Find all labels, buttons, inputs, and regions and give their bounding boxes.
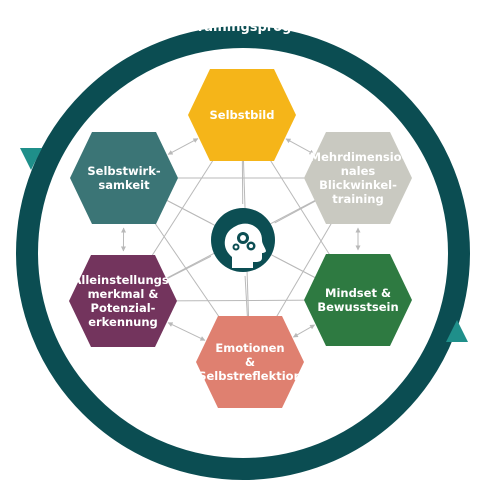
- connector-emotionen-selbstwirksamkeit: [147, 212, 227, 328]
- diagram-title: 360° Trainingsprogramm: [152, 20, 333, 35]
- connector-selbstbild-mehrdimensionales: [285, 138, 315, 155]
- hex-label-emotionen: Emotionen: [215, 341, 284, 355]
- hex-shape-alleinstellung: [69, 255, 177, 347]
- hex-selbstbild: Selbstbild: [188, 69, 296, 161]
- hex-label-alleinstellung: Potenzial-: [91, 301, 156, 315]
- center-badge: [211, 208, 275, 272]
- hex-label-mehrdimensionales: nales: [341, 164, 376, 178]
- connector-lines: [120, 138, 361, 341]
- hex-shape-selbstwirksamkeit: [70, 132, 178, 224]
- connector-mehrdimensionales-emotionen: [270, 213, 338, 327]
- outer-ring: [16, 26, 470, 480]
- hex-emotionen: Emotionen&Selbstreflektion: [196, 316, 304, 408]
- hex-label-alleinstellung: merkmal &: [88, 287, 159, 301]
- hex-label-selbstbild: Selbstbild: [210, 108, 275, 122]
- hex-label-alleinstellung: erkennung: [88, 315, 158, 329]
- connector-selbstbild-selbstwirksamkeit: [167, 138, 199, 155]
- connector-emotionen-alleinstellung: [167, 322, 206, 341]
- hex-label-emotionen: &: [245, 355, 255, 369]
- hex-shape-mindset: [304, 254, 412, 346]
- ring-arrow-right-icon: [446, 320, 468, 342]
- hexagon-nodes: SelbstbildMehrdimensio-nalesBlickwinkel-…: [69, 69, 412, 408]
- hex-label-mindset: Bewusstsein: [317, 300, 398, 314]
- connector-mindset-alleinstellung: [164, 299, 317, 302]
- spoke-emotionen: [244, 275, 248, 319]
- hex-label-mindset: Mindset &: [325, 286, 391, 300]
- hex-label-mehrdimensionales: Blickwinkel-: [319, 178, 397, 192]
- hex-label-mehrdimensionales: Mehrdimensio-: [310, 150, 407, 164]
- hex-label-selbstwirksamkeit: Selbstwirk-: [87, 164, 160, 178]
- spoke-mindset: [274, 256, 320, 281]
- connector-selbstbild-mindset: [263, 150, 337, 265]
- hex-shape-emotionen: [196, 316, 304, 408]
- hex-label-alleinstellung: Alleinstellungs-: [73, 273, 174, 287]
- spoke-alleinstellung: [161, 255, 212, 282]
- hex-mindset: Mindset &Bewusstsein: [304, 254, 412, 346]
- hex-label-selbstwirksamkeit: samkeit: [98, 178, 150, 192]
- connector-mindset-emotionen: [292, 324, 316, 338]
- spoke-selbstwirksamkeit: [162, 197, 212, 224]
- head-gears-icon: [224, 223, 266, 268]
- hex-shape-mehrdimensionales: [304, 132, 412, 224]
- hex-label-mehrdimensionales: training: [332, 192, 383, 206]
- ring-arrow-left-icon: [20, 148, 42, 170]
- hex-alleinstellung: Alleinstellungs-merkmal &Potenzial-erken…: [69, 255, 177, 347]
- hex-label-emotionen: Selbstreflektion: [198, 369, 302, 383]
- hex-shape-selbstbild: [188, 69, 296, 161]
- spoke-mehrdimensionales: [274, 198, 320, 224]
- hex-selbstwirksamkeit: Selbstwirk-samkeit: [70, 132, 178, 224]
